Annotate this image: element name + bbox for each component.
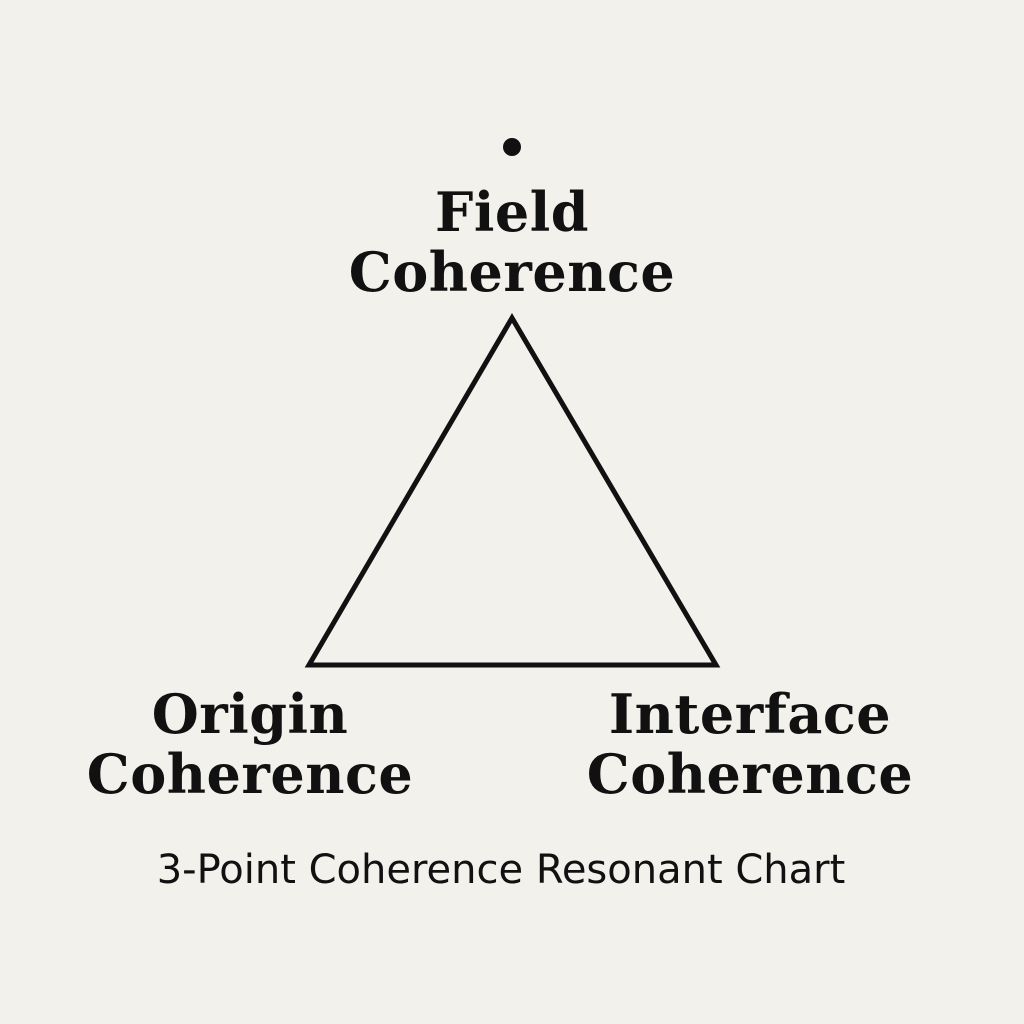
node-label-interface-coherence: Interface Coherence bbox=[560, 684, 940, 804]
node-label-line: Field bbox=[435, 180, 589, 244]
node-label-line: Origin bbox=[151, 682, 349, 746]
node-label-field-coherence: Field Coherence bbox=[312, 182, 712, 302]
node-label-line: Coherence bbox=[86, 742, 414, 806]
apex-dot bbox=[503, 138, 521, 156]
node-label-line: Interface bbox=[608, 682, 892, 746]
coherence-triangle bbox=[304, 313, 721, 668]
node-label-line: Coherence bbox=[348, 240, 676, 304]
diagram-caption: 3-Point Coherence Resonant Chart bbox=[156, 847, 846, 893]
node-label-origin-coherence: Origin Coherence bbox=[60, 684, 440, 804]
node-label-line: Coherence bbox=[586, 742, 914, 806]
